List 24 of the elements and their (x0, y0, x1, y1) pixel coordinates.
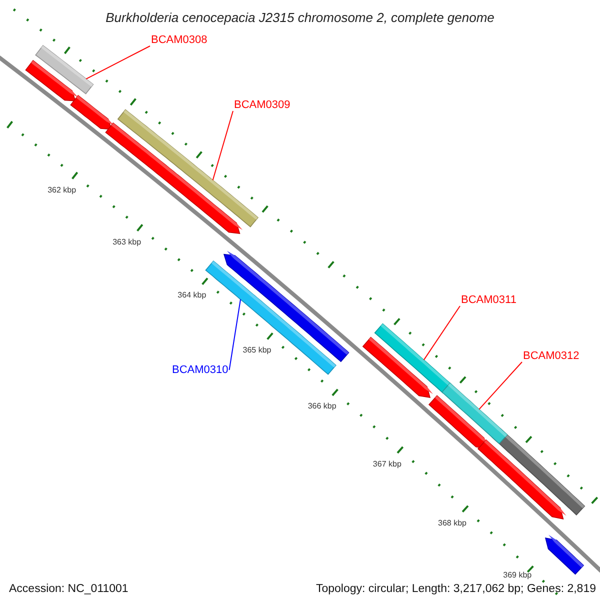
leader-line (212, 110, 234, 181)
gene-bar (441, 382, 508, 444)
gene-label: BCAM0311 (461, 294, 516, 306)
tick-label: 369 kbp (503, 570, 532, 580)
gene-label: BCAM0310 (172, 364, 228, 376)
genome-summary-text: Topology: circular; Length: 3,217,062 bp; Genes: 2,819 (316, 583, 596, 595)
tick-label: 366 kbp (308, 402, 336, 411)
tick-label: 367 kbp (372, 459, 402, 468)
gene-label: BCAM0308 (151, 34, 208, 46)
gene-label: BCAM0312 (523, 350, 580, 362)
gene-bar (374, 323, 452, 394)
gene-bar (118, 109, 258, 228)
leader-line (86, 46, 150, 80)
tick-label: 362 kbp (48, 185, 76, 194)
tick-label: 368 kbp (438, 518, 466, 528)
gene-label: BCAM0309 (234, 99, 290, 111)
tick-label: 363 kbp (112, 237, 142, 246)
title: Burkholderia cenocepacia J2315 chromosome 2, complete genome (104, 10, 496, 25)
tick-label: 364 kbp (178, 290, 206, 300)
accession-text: Accession: NC_011001 (9, 583, 128, 595)
tick-label: 365 kbp (242, 346, 272, 355)
leader-line (478, 362, 522, 410)
gene-bar (35, 44, 94, 94)
leader-line (423, 306, 460, 360)
